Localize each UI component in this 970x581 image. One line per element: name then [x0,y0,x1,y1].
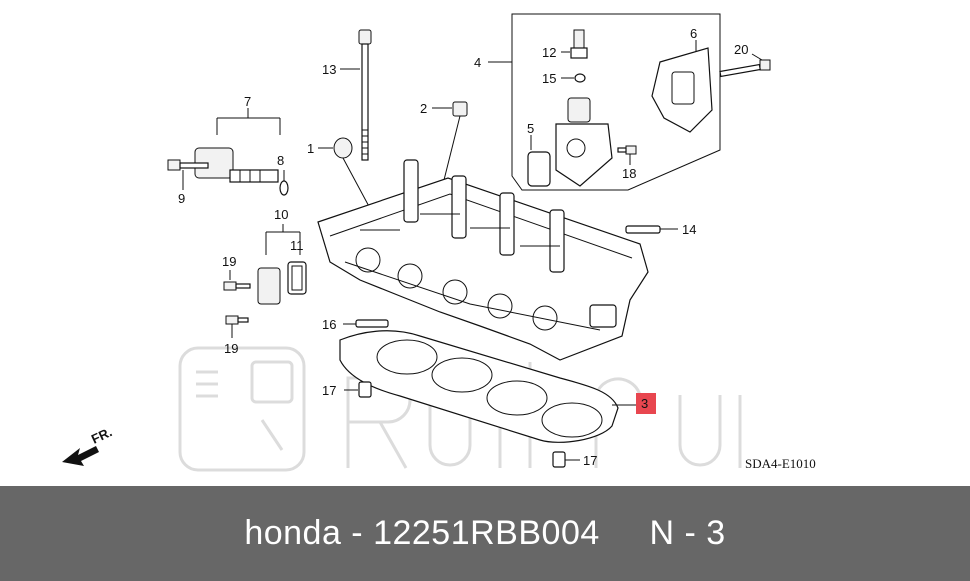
bolt-19b [225,315,249,325]
callout-11: 11 [290,238,304,253]
callout-1: 1 [307,141,314,156]
callout-18: 18 [622,166,636,181]
bolt-18 [617,145,637,155]
washer-15 [574,73,586,83]
callout-4: 4 [474,55,481,70]
bolt-20 [719,59,771,78]
dowel-17a [358,381,372,398]
callout-2: 2 [420,101,427,116]
spool-valve [555,97,613,187]
cylinder-head-bolt [358,29,372,161]
highlighted-callout-box [636,393,656,414]
callout-19b: 19 [224,341,238,356]
bolt-19a [223,281,251,291]
diagram-code: SDA4-E1010 [745,456,816,471]
callout-17a: 17 [322,383,336,398]
callout-10: 10 [274,207,288,222]
part-caption: honda - 12251RBB004 N - 3 [244,514,726,552]
callout-6: 6 [690,26,697,41]
o-ring-8 [279,180,289,196]
stud-16 [355,319,389,328]
callout-3: 3 [641,396,648,411]
pressure-switch-12 [570,29,588,59]
callout-9: 9 [178,191,185,206]
callout-5: 5 [527,121,534,136]
callout-8: 8 [277,153,284,168]
callout-19a: 19 [222,254,236,269]
sensor-10 [257,267,281,305]
bolt-9 [167,159,209,171]
clip-part [452,101,468,117]
callout-13: 13 [322,62,336,77]
dowel-17b [552,451,566,468]
callout-15: 15 [542,71,556,86]
callout-7: 7 [244,94,251,109]
stud-14 [625,225,661,234]
gasket-5 [527,151,551,187]
callout-16: 16 [322,317,336,332]
parts-diagram: 13 1 2 7 9 8 10 11 19 [62,13,816,472]
cylinder-head [317,159,649,361]
callout-12: 12 [542,45,556,60]
front-direction-arrow [62,446,99,466]
caption-bar: honda - 12251RBB004 N - 3 [0,486,970,581]
bracket-6 [651,47,713,133]
head-gasket [339,330,619,443]
gasket-11 [287,261,307,295]
callout-20: 20 [734,42,748,57]
callout-17b: 17 [583,453,597,468]
callout-14: 14 [682,222,696,237]
direction-label: FR. [89,424,114,446]
cap-part [333,137,353,159]
